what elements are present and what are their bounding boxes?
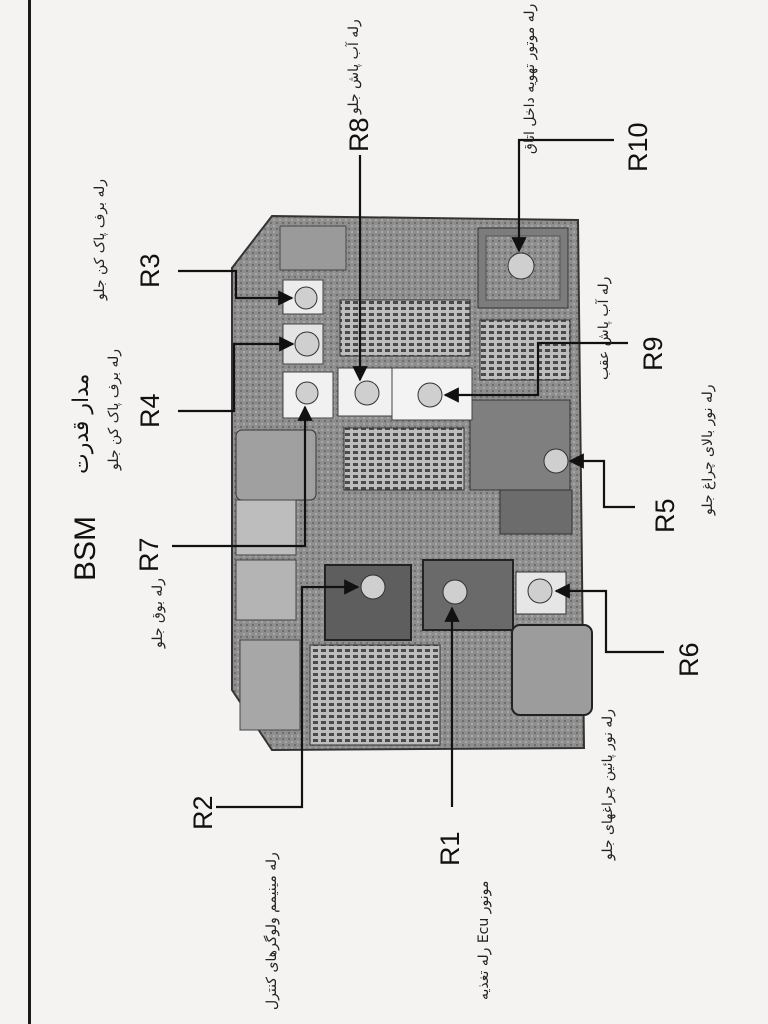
relay-label-r6: R6 bbox=[674, 642, 704, 677]
relay-marker-r7 bbox=[295, 381, 319, 405]
relay-desc-r1: رله تغذیه Ecu مونور bbox=[476, 880, 492, 1000]
relay-marker-r4 bbox=[294, 331, 320, 357]
relay-label-r5: R5 bbox=[650, 498, 680, 533]
title-power-circuit: مدار قدرت bbox=[69, 373, 94, 474]
fuse-box-body bbox=[231, 214, 593, 752]
relay-label-r7: R7 bbox=[134, 537, 164, 572]
relay-marker-r8 bbox=[354, 380, 380, 406]
leader-r7 bbox=[172, 405, 313, 548]
relay-label-r8: R8 bbox=[344, 117, 374, 152]
leader-r9 bbox=[443, 341, 628, 403]
leader-r4 bbox=[178, 336, 295, 413]
relay-label-r10: R10 bbox=[623, 122, 653, 172]
relay-marker-r9 bbox=[417, 382, 443, 408]
relay-desc-r8: رله آب پاش جلو bbox=[346, 19, 362, 114]
relay-marker-r10 bbox=[507, 252, 535, 280]
relay-label-r2: R2 bbox=[188, 795, 218, 830]
relay-label-r1: R1 bbox=[435, 831, 465, 866]
relay-desc-r2: رله مینیمم ولوگرهای کنترل bbox=[264, 852, 280, 1010]
relay-label-r9: R9 bbox=[638, 336, 668, 371]
relay-desc-r10: رله موتور تهویه داخل اتاق bbox=[522, 3, 538, 154]
relay-marker-r5 bbox=[543, 448, 569, 474]
relay-desc-r6: رله نور پائین چراغهای جلو bbox=[600, 709, 616, 860]
relay-label-r3: R3 bbox=[135, 253, 165, 288]
relay-desc-r9: رله آب پاش عقب bbox=[596, 276, 612, 380]
leader-r6 bbox=[554, 583, 664, 654]
scan-edge-line bbox=[28, 0, 31, 1024]
relay-label-r4: R4 bbox=[135, 393, 165, 428]
title-bsm: BSM bbox=[69, 515, 102, 581]
relay-marker-r1 bbox=[442, 579, 468, 605]
leader-lines bbox=[172, 138, 664, 809]
relay-markers bbox=[294, 252, 569, 605]
leader-r10 bbox=[511, 138, 614, 253]
leader-r5 bbox=[568, 453, 635, 509]
leader-r2 bbox=[216, 579, 360, 809]
relay-desc-r5: رله نور بالای چراغ جلو bbox=[700, 384, 716, 515]
relay-desc-r4: رله برف پاک کن جلو bbox=[106, 348, 122, 470]
relay-marker-r3 bbox=[294, 286, 318, 310]
leader-r3 bbox=[178, 269, 294, 306]
relay-marker-r6 bbox=[527, 578, 553, 604]
relay-desc-r7: رله بوق جلو bbox=[150, 578, 166, 648]
relay-marker-r2 bbox=[360, 574, 386, 600]
relay-desc-r3: رله برف پاک کن جلو bbox=[92, 178, 108, 300]
